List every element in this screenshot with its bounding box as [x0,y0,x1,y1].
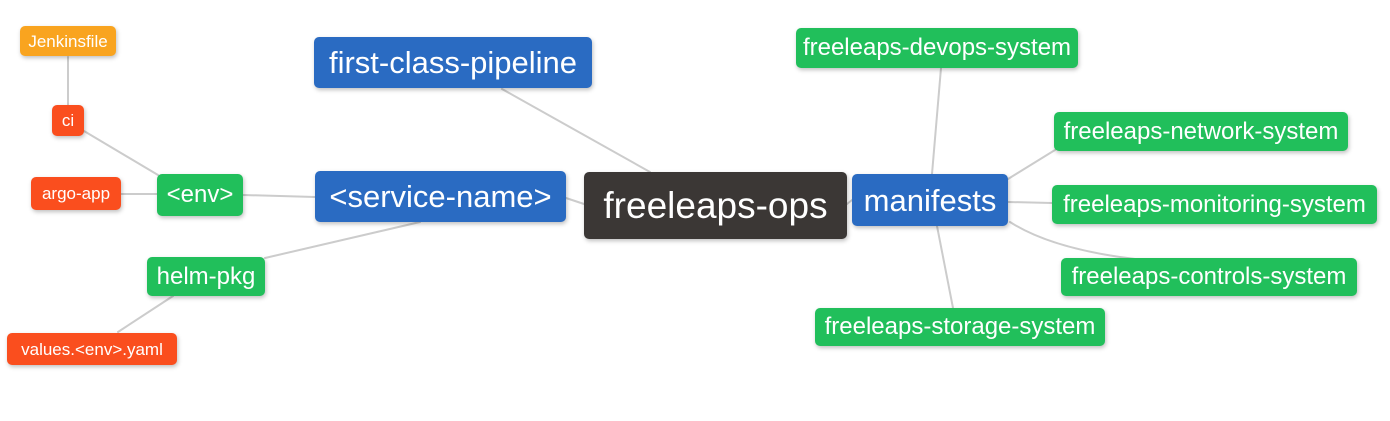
edge-first-class-pipeline-to-freeleaps-ops [501,88,651,173]
edge-manifests-to-freeleaps-devops-system [931,67,942,175]
node-service-name[interactable]: <service-name> [315,171,566,222]
edge-manifests-to-freeleaps-storage-system [936,225,954,309]
node-freeleaps-monitoring-system[interactable]: freeleaps-monitoring-system [1052,185,1377,224]
node-freeleaps-controls-system[interactable]: freeleaps-controls-system [1061,258,1357,296]
node-freeleaps-devops-system[interactable]: freeleaps-devops-system [796,28,1078,68]
edge-helm-pkg-to-service-name [264,221,421,259]
node-freeleaps-network-system[interactable]: freeleaps-network-system [1054,112,1348,151]
node-jenkinsfile[interactable]: Jenkinsfile [20,26,116,56]
node-freeleaps-ops[interactable]: freeleaps-ops [584,172,847,239]
node-argo-app[interactable]: argo-app [31,177,121,210]
node-helm-pkg[interactable]: helm-pkg [147,257,265,296]
edge-values-env-yaml-to-helm-pkg [117,295,174,333]
node-ci[interactable]: ci [52,105,84,136]
node-values-env-yaml[interactable]: values.<env>.yaml [7,333,177,365]
edge-service-name-to-freeleaps-ops [565,197,585,205]
edge-manifests-to-freeleaps-network-system [1007,149,1056,180]
node-freeleaps-storage-system[interactable]: freeleaps-storage-system [815,308,1105,346]
edge-ci-to-env [83,130,159,176]
edge-manifests-to-freeleaps-monitoring-system [1007,201,1053,204]
node-manifests[interactable]: manifests [852,174,1008,226]
node-env[interactable]: <env> [157,174,243,216]
edge-freeleaps-ops-to-manifests [846,199,853,205]
edge-manifests-to-freeleaps-controls-system [1009,221,1136,260]
edge-env-to-service-name [242,194,316,198]
node-first-class-pipeline[interactable]: first-class-pipeline [314,37,592,88]
